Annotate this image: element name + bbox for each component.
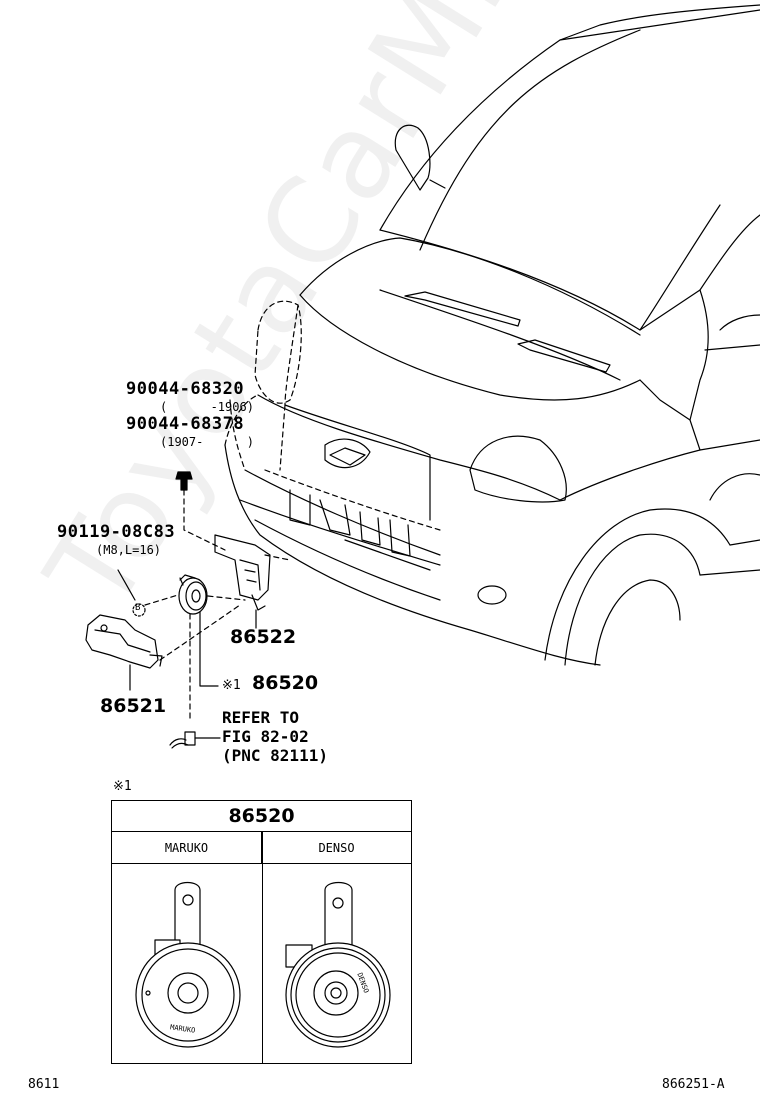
cover-86521 [85, 614, 163, 669]
horn-maruko-drawing [135, 881, 241, 1048]
horn-86520-label: 86520 [252, 672, 319, 694]
table-header: 86520 [112, 801, 411, 832]
cover-86521-label: 86521 [100, 695, 167, 717]
table-note-mark: ※1 [113, 779, 132, 794]
table-divider [262, 832, 263, 1063]
footer-left-code: 8611 [28, 1077, 60, 1092]
bracket-86522-label: 86522 [230, 626, 297, 648]
bolt-90044-68378-label: 90044-68378 [126, 414, 245, 434]
table-col-denso: DENSO [262, 832, 411, 864]
variant-table: 86520 MARUKO DENSO [111, 800, 412, 1064]
bolt-90044-68320-label: 90044-68320 [126, 379, 245, 399]
horn-86520 [178, 574, 208, 615]
table-col-maruko: MARUKO [112, 832, 262, 864]
connector [169, 731, 221, 749]
bolt-90119-label: 90119-08C83 [57, 522, 176, 542]
footer-right-code: 866251-A [662, 1077, 725, 1092]
refer-line-1: REFER TO [222, 708, 300, 727]
bolt-90044-68320-range: ( -1906) [160, 400, 254, 414]
bolt-90119-spec: (M8,L=16) [96, 543, 162, 557]
bracket-86522 [214, 534, 271, 611]
bolt-90044 [175, 471, 193, 491]
refer-line-2: FIG 82-02 [222, 727, 309, 746]
refer-line-3: (PNC 82111) [222, 746, 328, 765]
horn-denso-drawing [285, 881, 391, 1048]
marker-b: B [135, 603, 141, 613]
bolt-90044-68378-range: (1907- ) [160, 435, 254, 449]
note-mark: ※1 [222, 678, 241, 693]
